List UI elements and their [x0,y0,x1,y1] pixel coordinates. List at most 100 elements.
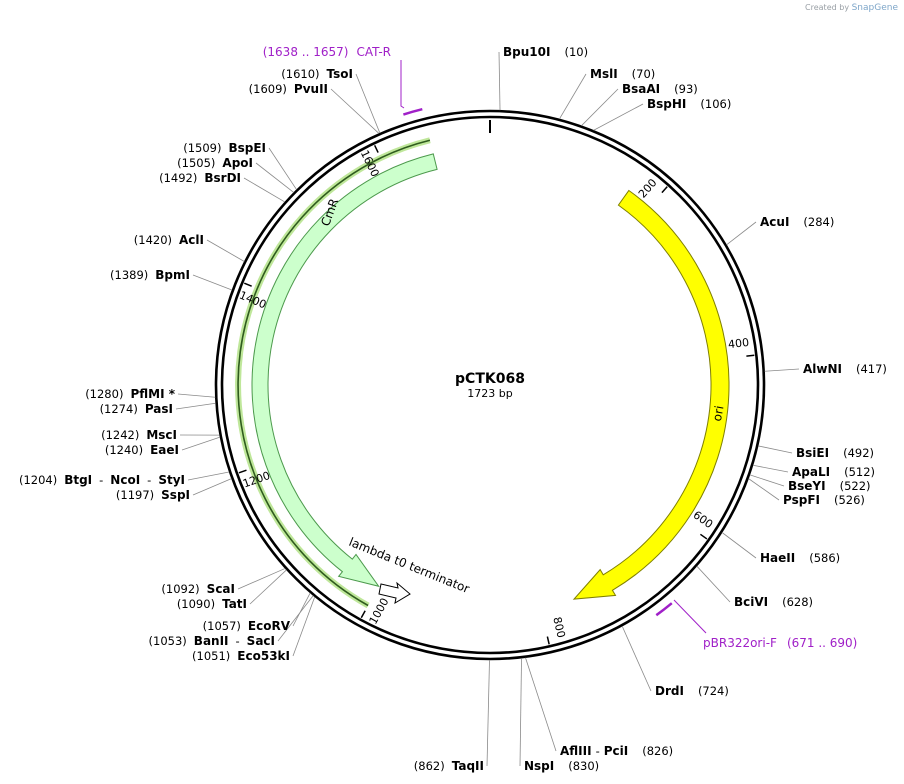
enzyme-site-acui-leader [726,221,757,246]
enzyme-site-bpu10i-leader [498,51,501,111]
enzyme-site-bcivi-leader [696,565,731,603]
svg-text:(1197)SspI: (1197)SspI [116,488,190,502]
site-labels: Bpu10I(10)MslI(70)BsaAI(93)BspHI(106) Acu… [19,45,887,773]
credit-brand: SnapGene [851,3,898,13]
svg-text:(1638 .. 1657)CAT-R: (1638 .. 1657)CAT-R [263,45,391,59]
svg-text:(1051)Eco53kI: (1051)Eco53kI [192,649,290,663]
enzyme-site-bsiei-leader [758,445,793,454]
primer-cat-r-arc [402,107,423,116]
cmr-feature-arrow [251,153,438,588]
enzyme-site-bpu10i: Bpu10I(10) [503,45,588,59]
primer-cat-r-leader [400,60,405,109]
svg-text:ApaLI(512): ApaLI(512) [792,465,875,479]
svg-text:BseYI(522): BseYI(522) [788,479,871,493]
tick-1000 [360,610,366,619]
svg-text:MslI(70): MslI(70) [590,67,655,81]
primer-pbr322ori-f-leader [673,599,707,634]
enzyme-site-drdi-leader [621,625,652,692]
enzyme-site-tsoi: (1610)TsoI [281,67,353,81]
svg-text:(1280)PflMI *: (1280)PflMI * [85,387,176,401]
enzyme-site-alwni: AlwNI(417) [803,362,887,376]
enzyme-site-tati: (1090)TatI [177,597,247,611]
svg-text:BciVI(628): BciVI(628) [734,595,813,609]
primer-pbr322ori-f-arc [655,602,673,617]
lambda-terminator-label: lambda t0 terminator [347,535,472,596]
tick-label-200: 200 [636,176,660,200]
enzyme-site-nspi: NspI(830) [524,759,599,773]
enzyme-site-sspi: (1197)SspI [116,488,190,502]
enzyme-site-msli: MslI(70) [590,67,655,81]
svg-text:(1092)ScaI: (1092)ScaI [161,582,235,596]
enzyme-site-tsoi-leader [355,73,381,134]
enzyme-site-bseyi: BseYI(522) [788,479,871,493]
enzyme-site-sspi-leader [192,478,232,496]
tick-200 [661,186,668,194]
lambda-terminator-arrow [378,581,411,605]
tick-label-600: 600 [691,508,716,531]
svg-text:pBR322ori-F(671 .. 690): pBR322ori-F(671 .. 690) [703,636,857,650]
tick-1400 [243,282,252,287]
tick-label-1000: 1000 [367,596,392,627]
ori-label: ori [710,405,726,423]
plasmid-backbone [214,109,766,661]
svg-text:Bpu10I(10): Bpu10I(10) [503,45,588,59]
enzyme-site-pasi: (1274)PasI [100,402,173,416]
enzyme-site-afliii-leader [525,657,557,752]
enzyme-site-banii-leader [277,595,314,642]
enzyme-site-bsaai-leader [581,88,619,126]
tick-400 [746,354,755,357]
svg-text:(862)TaqII: (862)TaqII [414,759,484,773]
ori-feature-arrow [572,189,730,600]
enzyme-site-bsphi-leader [593,103,644,131]
svg-text:AcuI(284): AcuI(284) [760,215,834,229]
svg-text:(1274)PasI: (1274)PasI [100,402,173,416]
plasmid-name: pCTK068 [455,371,525,387]
enzyme-site-pflmi-leader [177,393,216,398]
enzyme-site-scai: (1092)ScaI [161,582,235,596]
snapgene-credit: Created by SnapGene [805,3,898,13]
credit-prefix: Created by [805,3,850,12]
enzyme-site-bsrdi-leader [243,177,285,203]
enzyme-site-ecorv-leader [292,592,311,627]
enzyme-site-bpmi: (1389)BpmI [110,268,190,282]
enzyme-site-eco53ki: (1051)Eco53kI [192,649,290,663]
enzyme-site-pvuii: (1609)PvuII [249,82,328,96]
enzyme-site-bsaai: BsaAI(93) [622,82,698,96]
svg-text:(1509)BspEI: (1509)BspEI [183,141,266,155]
tick-label-400: 400 [727,336,749,351]
svg-text:AlwNI(417): AlwNI(417) [803,362,887,376]
enzyme-site-eco53ki-leader [292,596,316,657]
tick-800 [546,636,550,645]
enzyme-site-taqii-leader [486,659,490,767]
enzyme-site-msci: (1242)MscI [101,428,177,442]
svg-text:BspHI(106): BspHI(106) [647,97,731,111]
enzyme-site-drdi: DrdI(724) [655,684,729,698]
svg-text:(1505)ApoI: (1505)ApoI [177,156,253,170]
tick-600 [699,533,708,540]
tick-1600 [373,144,379,153]
enzyme-site-pvuii-leader [330,88,380,134]
svg-text:(1090)TatI: (1090)TatI [177,597,247,611]
svg-text:AflIII-PciI(826): AflIII-PciI(826) [560,744,673,758]
enzyme-site-bsphi: BspHI(106) [647,97,731,111]
svg-text:DrdI(724): DrdI(724) [655,684,729,698]
enzyme-site-bsrdi: (1492)BsrDI [159,171,241,185]
tick-1200 [238,469,247,474]
svg-text:(1240)EaeI: (1240)EaeI [105,443,179,457]
backbone-outer [214,109,766,661]
primer-pbr322ori-f: pBR322ori-F(671 .. 690) [655,599,857,650]
enzyme-site-bsiei: BsiEI(492) [796,446,874,460]
enzyme-site-alwni-leader [764,368,800,372]
enzyme-site-apoi: (1505)ApoI [177,156,253,170]
enzyme-site-apali: ApaLI(512) [792,465,875,479]
enzyme-site-acli-leader [206,239,245,262]
svg-text:(1420)AclI: (1420)AclI [134,233,204,247]
enzyme-site-pspfi-leader [748,478,780,501]
svg-text:HaeII(586): HaeII(586) [760,551,840,565]
enzyme-site-banii: (1053)BanII-SacI [149,634,275,648]
cmr-track-line [237,139,431,607]
svg-text:(1609)PvuII: (1609)PvuII [249,82,328,96]
enzyme-site-bpmi-leader [192,274,233,291]
enzyme-site-acli: (1420)AclI [134,233,204,247]
